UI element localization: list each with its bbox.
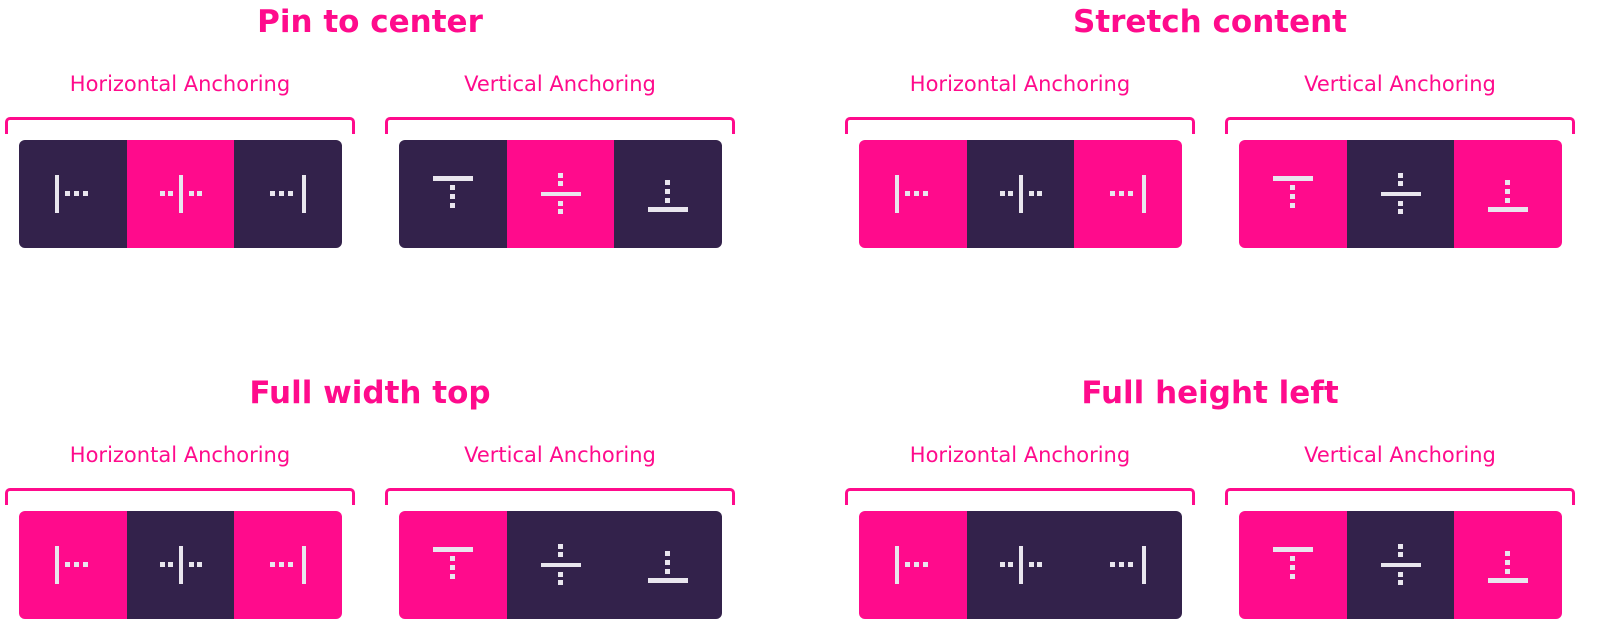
example-stretch-content: Stretch content Horizontal Anchoring Ver… (840, 0, 1580, 260)
anchor-right-button[interactable] (234, 511, 342, 619)
anchor-top-icon (432, 547, 473, 579)
anchor-bottom-button[interactable] (614, 511, 722, 619)
example-title: Full height left (1081, 375, 1339, 411)
group-label: Horizontal Anchoring (69, 72, 291, 96)
anchor-bottom-icon (1488, 180, 1529, 212)
group-bracket (5, 117, 355, 134)
horizontal-anchoring-group: Horizontal Anchoring (845, 441, 1203, 631)
horizontal-anchor-control (859, 511, 1182, 619)
group-label: Horizontal Anchoring (909, 443, 1131, 467)
anchor-top-icon (1272, 547, 1313, 579)
horizontal-anchoring-group: Horizontal Anchoring (5, 70, 363, 260)
group-bracket (1225, 488, 1575, 505)
group-label: Horizontal Anchoring (909, 72, 1131, 96)
anchor-left-icon (894, 175, 928, 213)
anchor-right-button[interactable] (1074, 511, 1182, 619)
anchor-bottom-icon (648, 180, 689, 212)
vertical-anchoring-group: Vertical Anchoring (385, 70, 743, 260)
example-title: Full width top (249, 375, 491, 411)
anchor-bottom-button[interactable] (1454, 511, 1562, 619)
anchor-right-icon (270, 175, 307, 213)
group-label: Horizontal Anchoring (69, 443, 291, 467)
anchor-top-icon (432, 176, 473, 208)
anchor-center-horizontal-icon (999, 175, 1042, 213)
anchor-center-vertical-icon (540, 544, 581, 585)
example-title: Stretch content (1073, 4, 1347, 40)
anchor-bottom-button[interactable] (614, 140, 722, 248)
vertical-anchoring-group: Vertical Anchoring (1225, 441, 1583, 631)
horizontal-anchor-control (859, 140, 1182, 248)
group-label: Vertical Anchoring (1304, 72, 1496, 96)
group-label: Vertical Anchoring (464, 72, 656, 96)
anchor-left-icon (54, 546, 88, 584)
example-full-width-top: Full width top Horizontal Anchoring Vert… (0, 371, 740, 631)
horizontal-anchor-control (19, 140, 342, 248)
anchor-center-vertical-button[interactable] (506, 511, 615, 619)
anchor-top-button[interactable] (1239, 511, 1347, 619)
vertical-anchor-control (399, 511, 722, 619)
anchor-top-button[interactable] (1239, 140, 1347, 248)
horizontal-anchor-control (19, 511, 342, 619)
anchor-bottom-button[interactable] (1454, 140, 1562, 248)
anchor-top-button[interactable] (399, 511, 507, 619)
group-label: Vertical Anchoring (1304, 443, 1496, 467)
example-pin-to-center: Pin to center Horizontal Anchoring Verti… (0, 0, 740, 260)
example-full-height-left: Full height left Horizontal Anchoring Ve… (840, 371, 1580, 631)
vertical-anchor-control (399, 140, 722, 248)
anchor-center-horizontal-icon (159, 175, 202, 213)
anchor-right-button[interactable] (1074, 140, 1182, 248)
anchor-center-vertical-icon (1380, 544, 1421, 585)
group-bracket (385, 117, 735, 134)
horizontal-anchoring-group: Horizontal Anchoring (845, 70, 1203, 260)
group-bracket (5, 488, 355, 505)
anchor-bottom-icon (648, 551, 689, 583)
anchor-top-button[interactable] (399, 140, 507, 248)
vertical-anchoring-group: Vertical Anchoring (1225, 70, 1583, 260)
anchor-center-vertical-button[interactable] (1346, 511, 1455, 619)
anchor-left-button[interactable] (859, 140, 967, 248)
group-bracket (845, 488, 1195, 505)
anchor-center-vertical-button[interactable] (506, 140, 615, 248)
group-label: Vertical Anchoring (464, 443, 656, 467)
anchor-center-vertical-icon (1380, 173, 1421, 214)
anchor-left-button[interactable] (19, 140, 127, 248)
anchor-center-horizontal-button[interactable] (966, 511, 1075, 619)
horizontal-anchoring-group: Horizontal Anchoring (5, 441, 363, 631)
group-bracket (1225, 117, 1575, 134)
anchor-center-horizontal-icon (159, 546, 202, 584)
anchor-left-icon (894, 546, 928, 584)
example-title: Pin to center (257, 4, 483, 40)
anchor-center-vertical-button[interactable] (1346, 140, 1455, 248)
vertical-anchoring-group: Vertical Anchoring (385, 441, 743, 631)
anchor-left-icon (54, 175, 88, 213)
anchor-bottom-icon (1488, 551, 1529, 583)
anchor-top-icon (1272, 176, 1313, 208)
anchor-right-icon (1110, 546, 1147, 584)
anchor-right-icon (270, 546, 307, 584)
anchor-center-vertical-icon (540, 173, 581, 214)
group-bracket (845, 117, 1195, 134)
anchor-center-horizontal-button[interactable] (126, 511, 235, 619)
anchor-center-horizontal-button[interactable] (966, 140, 1075, 248)
anchor-center-horizontal-icon (999, 546, 1042, 584)
group-bracket (385, 488, 735, 505)
vertical-anchor-control (1239, 140, 1562, 248)
vertical-anchor-control (1239, 511, 1562, 619)
anchor-right-button[interactable] (234, 140, 342, 248)
anchor-left-button[interactable] (19, 511, 127, 619)
anchor-left-button[interactable] (859, 511, 967, 619)
anchor-right-icon (1110, 175, 1147, 213)
anchor-center-horizontal-button[interactable] (126, 140, 235, 248)
